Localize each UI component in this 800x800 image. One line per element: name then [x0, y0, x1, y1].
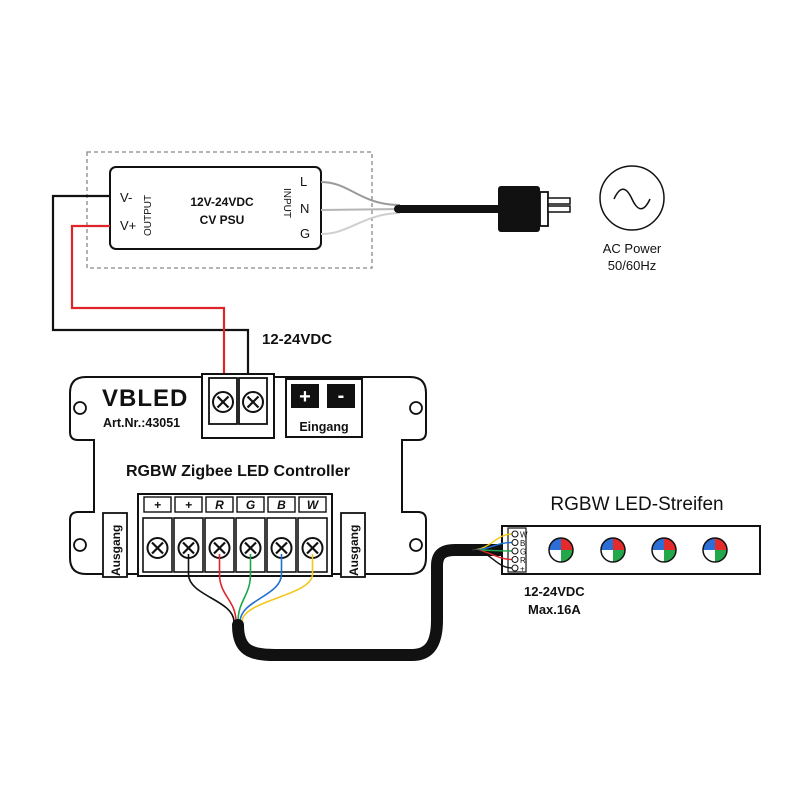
- strip-pad-label: R: [520, 556, 526, 565]
- input-plus-symbol: +: [299, 386, 311, 408]
- controller-name: RGBW Zigbee LED Controller: [126, 463, 350, 480]
- output-label-right: Ausgang: [347, 525, 361, 576]
- mount-hole-icon: [409, 401, 423, 415]
- mount-hole-icon: [73, 401, 87, 415]
- ac-power-icon: [599, 165, 665, 231]
- red-wire: [70, 224, 226, 398]
- strip-pad-label: B: [520, 539, 525, 548]
- black-wire: [51, 194, 250, 398]
- output-screw-plus-1: [146, 536, 169, 560]
- psu-terminal-l: L: [300, 174, 307, 189]
- output-channel-label-plus-1: +: [154, 498, 161, 512]
- psu-v-minus-label: V-: [120, 190, 132, 205]
- strip-wire: [471, 549, 513, 569]
- led-rgbw-icon: [548, 537, 574, 563]
- psu-terminal-n: N: [300, 201, 309, 216]
- led-rgbw-icon: [702, 537, 728, 563]
- strip-current: Max.16A: [528, 602, 581, 617]
- input-screw-minus: [241, 390, 265, 414]
- psu-input-label: INPUT: [281, 188, 292, 218]
- strip-pad-label: +: [520, 565, 525, 574]
- ac-input-cable: [320, 181, 504, 235]
- output-label-left: Ausgang: [109, 525, 123, 576]
- brand-logo: VBLED: [102, 385, 188, 412]
- output-channel-label-plus-2: +: [185, 498, 192, 512]
- led-rgbw-icon: [651, 537, 677, 563]
- input-label: Eingang: [299, 420, 348, 434]
- strip-pad-label: W: [520, 531, 528, 540]
- ac-plug-icon: [498, 186, 571, 232]
- output-channel-label-r: R: [215, 498, 224, 512]
- input-plus-box: [291, 384, 319, 408]
- wire-yellow: [241, 554, 314, 623]
- output-wires: [187, 554, 314, 623]
- supply-voltage-label: 12-24VDC: [262, 331, 332, 348]
- ac-frequency-label: 50/60Hz: [608, 258, 656, 273]
- led-rgbw-icon: [600, 537, 626, 563]
- psu-body: [109, 166, 322, 250]
- mount-hole-icon: [73, 538, 87, 552]
- strip-title: RGBW LED-Streifen: [550, 494, 723, 515]
- strip-pad-label: G: [520, 548, 526, 557]
- wire-blue: [239, 554, 283, 623]
- wire-n: [320, 208, 401, 211]
- psu-v-plus-label: V+: [120, 218, 136, 233]
- psu-output-label: OUTPUT: [143, 195, 154, 236]
- wire-green: [237, 554, 252, 623]
- wire-l: [320, 181, 401, 206]
- input-screw-plus: [211, 390, 235, 414]
- input-minus-symbol: -: [338, 385, 345, 407]
- ac-power-label: AC Power: [603, 241, 662, 256]
- output-channel-label-g: G: [246, 498, 255, 512]
- article-number: Art.Nr.:43051: [103, 416, 180, 430]
- controller: VBLED Art.Nr.:43051 + - Eingang RGBW Zig…: [64, 373, 427, 578]
- wire-plus: [187, 554, 235, 623]
- psu-title-line1: 12V-24VDC: [190, 195, 254, 209]
- mount-hole-icon: [409, 538, 423, 552]
- output-channel-label-w: W: [307, 498, 320, 512]
- psu-terminal-g: G: [300, 226, 310, 241]
- output-channel-label-b: B: [277, 498, 286, 512]
- strip-voltage: 12-24VDC: [524, 584, 585, 599]
- output-cable: [232, 544, 506, 661]
- wire-g: [320, 212, 401, 235]
- psu: V- V+ OUTPUT 12V-24VDC CV PSU INPUT L N …: [86, 151, 373, 269]
- input-minus-box: [327, 384, 355, 408]
- wire-red: [218, 554, 237, 623]
- psu-title-line2: CV PSU: [200, 213, 245, 227]
